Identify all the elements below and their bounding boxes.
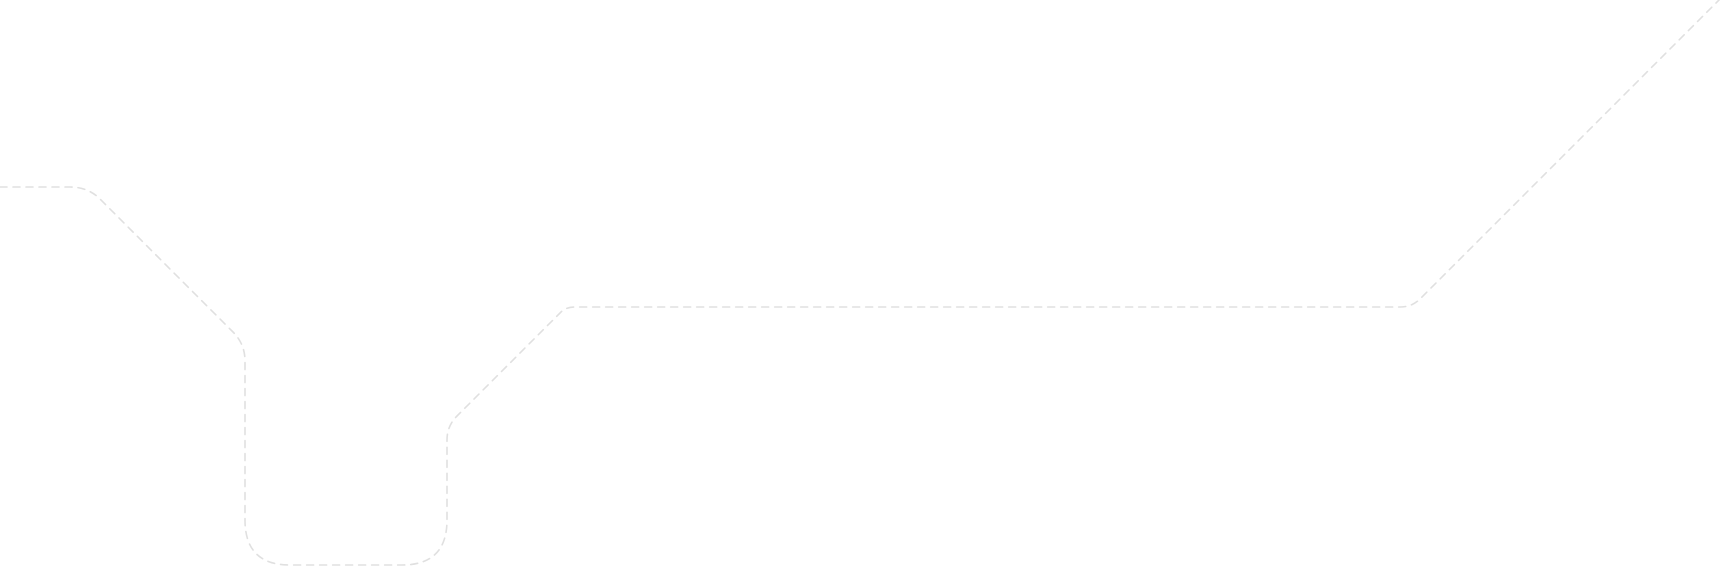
dashed-connector-line-icon xyxy=(0,0,1721,566)
decorative-background xyxy=(0,0,1721,566)
